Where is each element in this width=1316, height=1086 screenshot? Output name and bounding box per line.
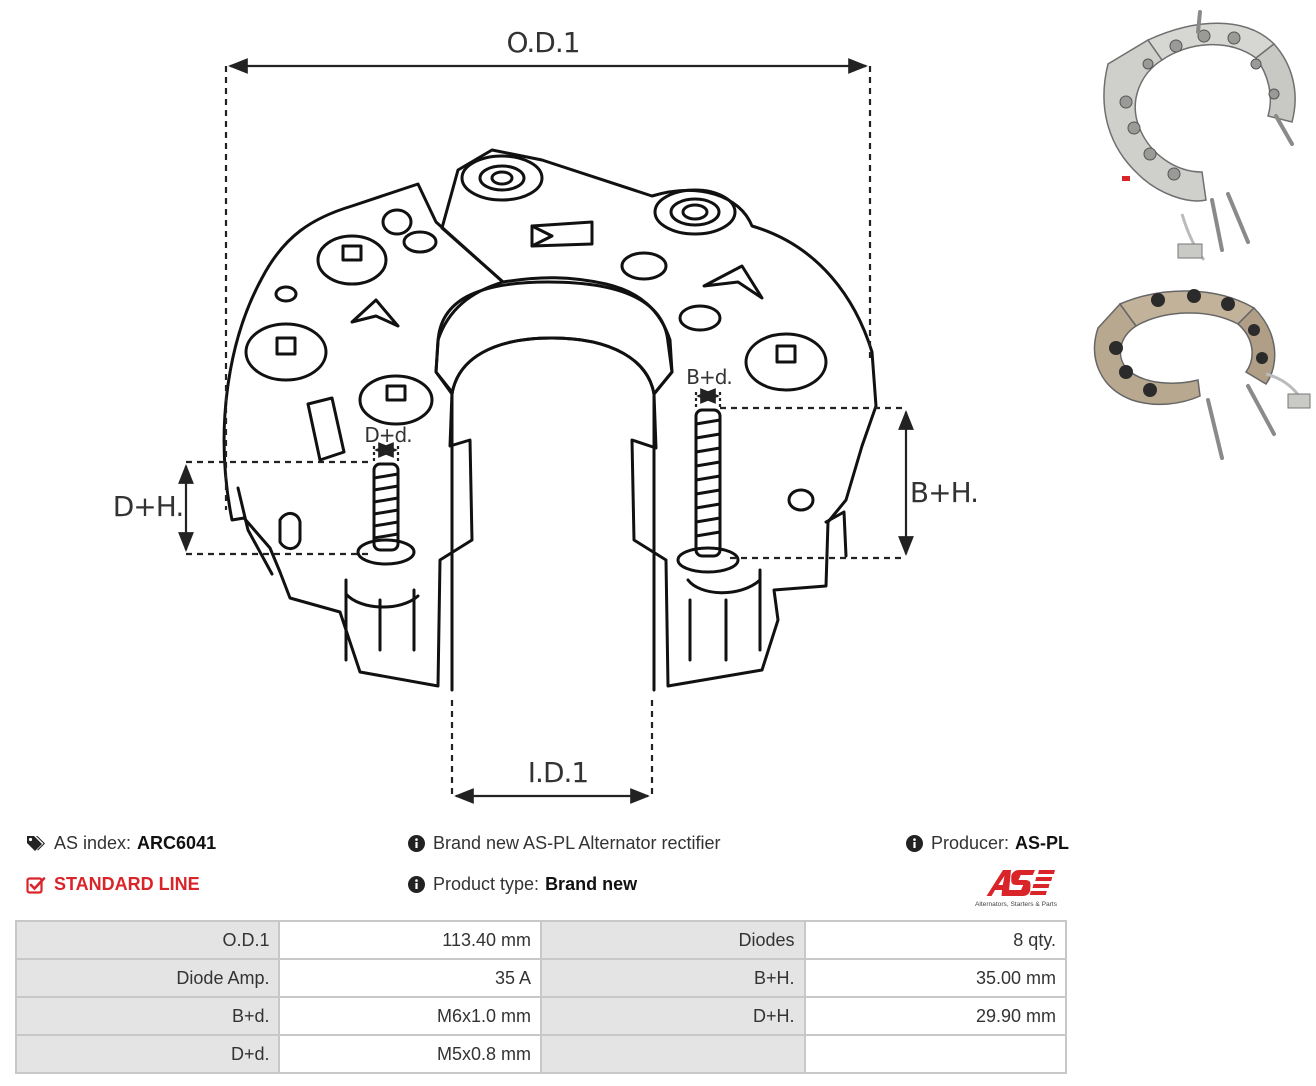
spec-key: D+d. [14,1034,281,1074]
product-type-row: Product type: Brand new [408,874,637,895]
info-icon [408,835,425,852]
product-type-value: Brand new [545,874,638,894]
product-photo-bottom[interactable] [1078,268,1314,468]
as-index-label: AS index: [54,833,132,853]
product-photo-top[interactable] [1078,4,1314,268]
table-row: D+d. M5x0.8 mm [14,1034,1067,1074]
b-terminal-stud [676,408,740,574]
tags-icon [27,835,45,851]
product-type-label: Product type: [433,874,540,894]
dd-label: D+d. [364,423,411,447]
spec-key: D+H. [540,996,806,1036]
spec-value: 8 qty. [803,920,1067,960]
spec-key: Diode Amp. [14,958,281,998]
spec-value: M5x0.8 mm [278,1034,542,1074]
info-icon [408,876,425,893]
description-text: Brand new AS-PL Alternator rectifier [433,833,721,853]
producer-value: AS-PL [1015,833,1070,853]
producer-label: Producer: [931,833,1010,853]
specification-table: O.D.1 113.40 mm Diodes 8 qty. Diode Amp.… [14,920,1067,1074]
bh-label: B+H. [910,476,978,509]
bd-label: B+d. [686,365,732,389]
spec-value: 35.00 mm [803,958,1067,998]
svg-text:Alternators, Starters & Parts: Alternators, Starters & Parts [975,901,1058,908]
spec-value: 35 A [278,958,542,998]
spec-value: 113.40 mm [278,920,542,960]
spec-value: 29.90 mm [803,996,1067,1036]
table-row: Diode Amp. 35 A B+H. 35.00 mm [14,958,1067,998]
spec-key: Diodes [540,920,806,960]
spec-key: B+H. [540,958,806,998]
dimension-lines [178,58,914,804]
technical-drawing: O.D.1 I.D.1 D+H. B+H. D+d. B+d. [113,26,979,804]
spec-key: B+d. [14,996,281,1036]
info-icon [906,835,923,852]
spec-value [803,1034,1067,1074]
description-row: Brand new AS-PL Alternator rectifier [408,833,726,854]
as-index-value: ARC6041 [137,833,217,853]
as-index-row: AS index: ARC6041 [26,833,216,854]
as-pl-logo[interactable]: Alternators, Starters & Parts [964,866,1068,908]
dh-label: D+H. [113,490,183,523]
check-square-icon [26,876,46,894]
d-terminal-stud [356,462,416,566]
spec-key: O.D.1 [14,920,281,960]
od-label: O.D.1 [506,26,579,59]
spec-value: M6x1.0 mm [278,996,542,1036]
producer-row: Producer: AS-PL [906,833,1069,854]
id-label: I.D.1 [528,756,588,789]
rectifier-outline [222,148,878,692]
table-row: B+d. M6x1.0 mm D+H. 29.90 mm [14,996,1067,1036]
spec-key [540,1034,806,1074]
standard-line-label: STANDARD LINE [54,874,200,894]
standard-line-row: STANDARD LINE [26,874,200,895]
table-row: O.D.1 113.40 mm Diodes 8 qty. [14,920,1067,960]
